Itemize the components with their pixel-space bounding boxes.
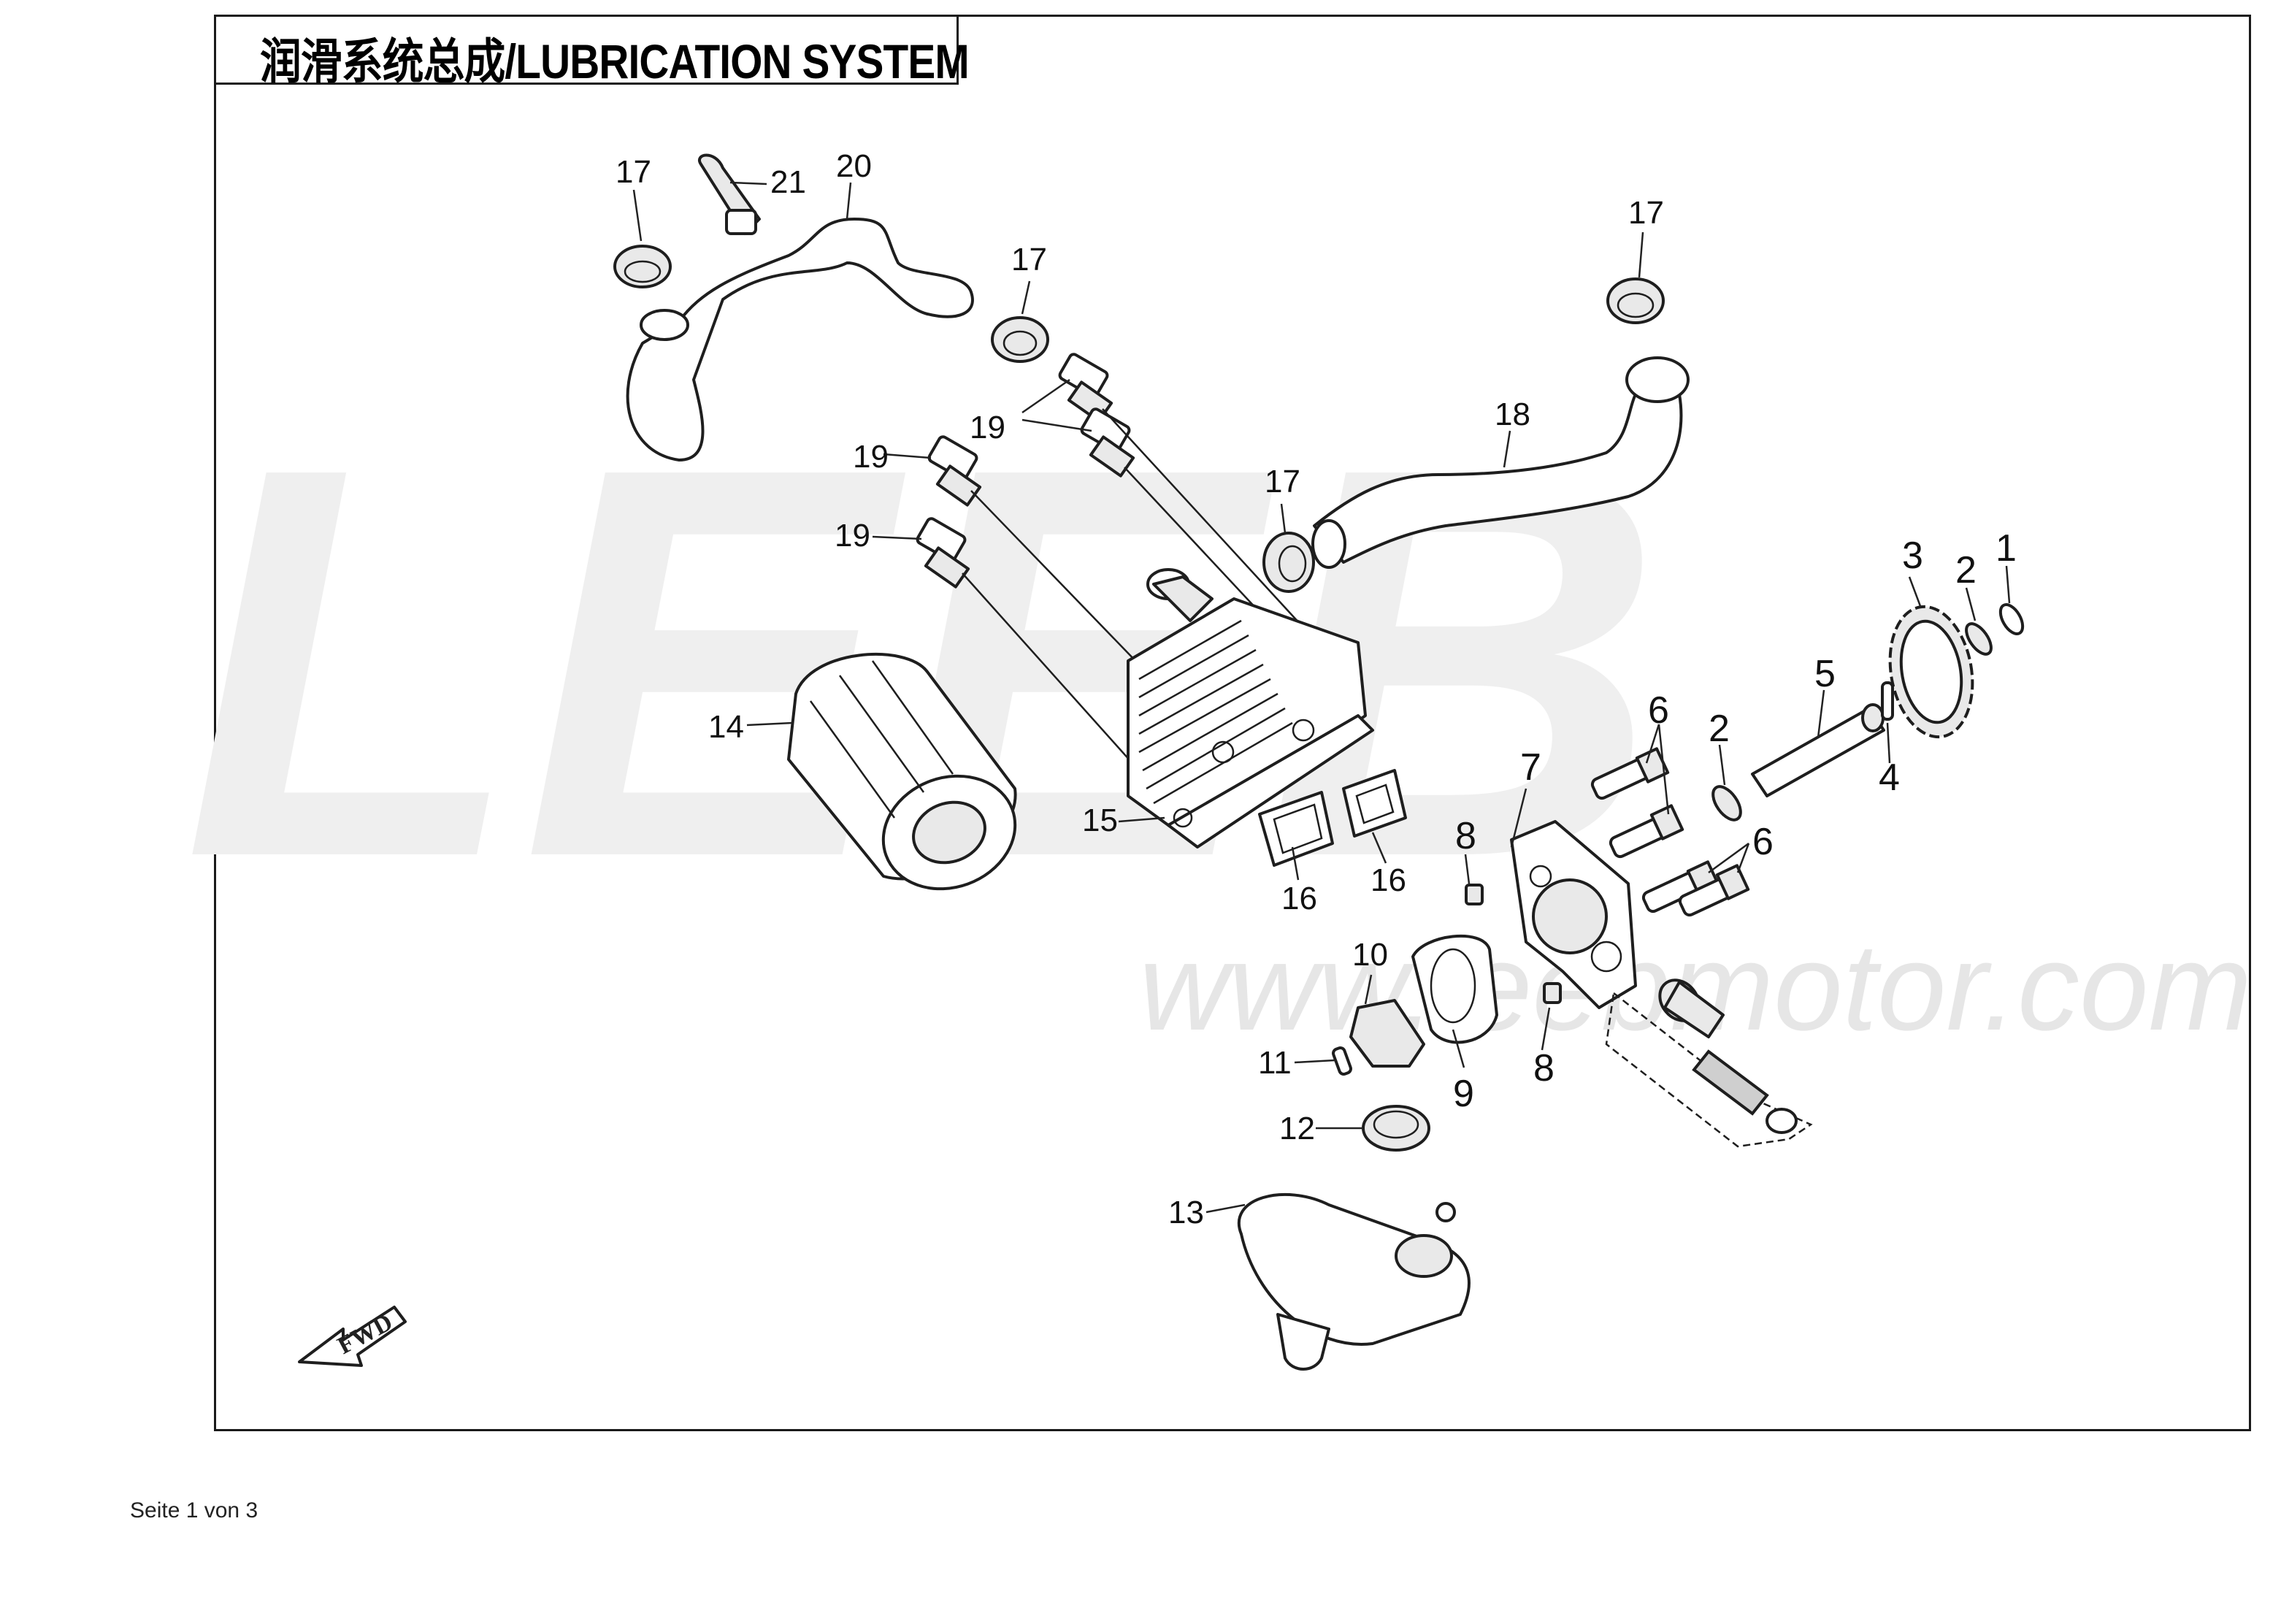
callout-12: 12 — [1279, 1111, 1315, 1146]
gasket-16-b — [1342, 769, 1407, 838]
callout-8-b: 8 — [1533, 1047, 1554, 1089]
pin-4 — [1881, 681, 1894, 721]
callout-1: 1 — [1996, 527, 2017, 570]
outer-rotor — [1411, 934, 1498, 1044]
washer-2-a — [1965, 622, 1993, 656]
callout-15: 15 — [1082, 803, 1118, 838]
callout-9: 9 — [1453, 1073, 1474, 1115]
oil-cooler — [1127, 568, 1374, 849]
bolt-6-b — [1609, 804, 1684, 859]
callout-21: 21 — [770, 164, 806, 200]
callout-19-b: 19 — [853, 439, 889, 475]
lower-oil-hose — [1311, 356, 1690, 569]
bolt-19-d — [916, 517, 970, 589]
oil-strainer — [1238, 1192, 1471, 1371]
hose-clamp-2 — [991, 316, 1049, 363]
pump-drive-gear — [1888, 605, 1974, 739]
callout-16-a: 16 — [1281, 881, 1317, 916]
dowel-pin-8-b — [1543, 982, 1562, 1004]
callout-17-b: 17 — [1011, 242, 1047, 277]
fwd-label: FWD — [333, 1309, 396, 1360]
callout-20: 20 — [836, 148, 872, 184]
callout-7: 7 — [1520, 746, 1541, 789]
callout-6-b: 6 — [1752, 821, 1774, 863]
pin-11 — [1332, 1046, 1352, 1076]
upper-oil-hose — [626, 218, 974, 461]
hose-clip — [698, 153, 761, 235]
bolt-19-b — [1080, 407, 1135, 478]
callout-19-a: 19 — [970, 410, 1005, 445]
callout-11: 11 — [1258, 1045, 1292, 1081]
callout-10: 10 — [1352, 937, 1388, 973]
callout-18: 18 — [1495, 397, 1530, 432]
bolt-6-a — [1590, 747, 1670, 800]
leader-lines — [632, 181, 2011, 1214]
fwd-arrow-icon: FWD — [298, 1306, 407, 1367]
callout-13: 13 — [1168, 1195, 1204, 1230]
title-box: 润滑系统总成/LUBRICATION SYSTEM — [214, 15, 970, 88]
seal-12 — [1362, 1105, 1430, 1152]
callout-5: 5 — [1814, 653, 1836, 695]
page-title: 润滑系统总成/LUBRICATION SYSTEM — [260, 34, 970, 88]
callout-14: 14 — [708, 709, 744, 745]
bolt-19-c — [927, 435, 982, 507]
hose-clamp-4 — [1262, 532, 1315, 593]
bolt-6-d — [1678, 864, 1750, 917]
oil-pump-cover — [1510, 820, 1637, 1009]
callout-2-b: 2 — [1709, 708, 1730, 750]
callout-6-a: 6 — [1648, 689, 1669, 732]
watermark-url: www.leebmotor.com — [1139, 918, 2252, 1057]
hose-clamp-1 — [613, 245, 672, 288]
page-footer: Seite 1 von 3 — [130, 1498, 258, 1522]
callout-3: 3 — [1902, 535, 1923, 577]
callout-8-a: 8 — [1455, 815, 1476, 857]
hose-clamp-3 — [1606, 277, 1665, 324]
callout-17-d: 17 — [1265, 464, 1300, 499]
part-callouts: 17 21 20 17 17 18 17 19 19 19 14 15 16 1… — [616, 148, 2017, 1230]
gasket-16-a — [1258, 791, 1334, 867]
callout-4: 4 — [1879, 757, 1900, 799]
relief-valve — [1605, 978, 1813, 1148]
callout-17-c: 17 — [1628, 195, 1664, 231]
circlip-1 — [1998, 603, 2025, 635]
callout-19-c: 19 — [835, 518, 870, 554]
washer-2-b — [1711, 785, 1742, 821]
inner-rotor — [1349, 999, 1425, 1068]
callout-17-a: 17 — [616, 154, 651, 190]
oil-filter — [787, 653, 1017, 891]
pump-shaft — [1751, 703, 1885, 797]
callout-16-b: 16 — [1370, 862, 1406, 898]
drawing-frame — [214, 15, 2251, 1431]
dowel-pin-8-a — [1465, 884, 1484, 905]
callout-2-a: 2 — [1955, 549, 1977, 591]
